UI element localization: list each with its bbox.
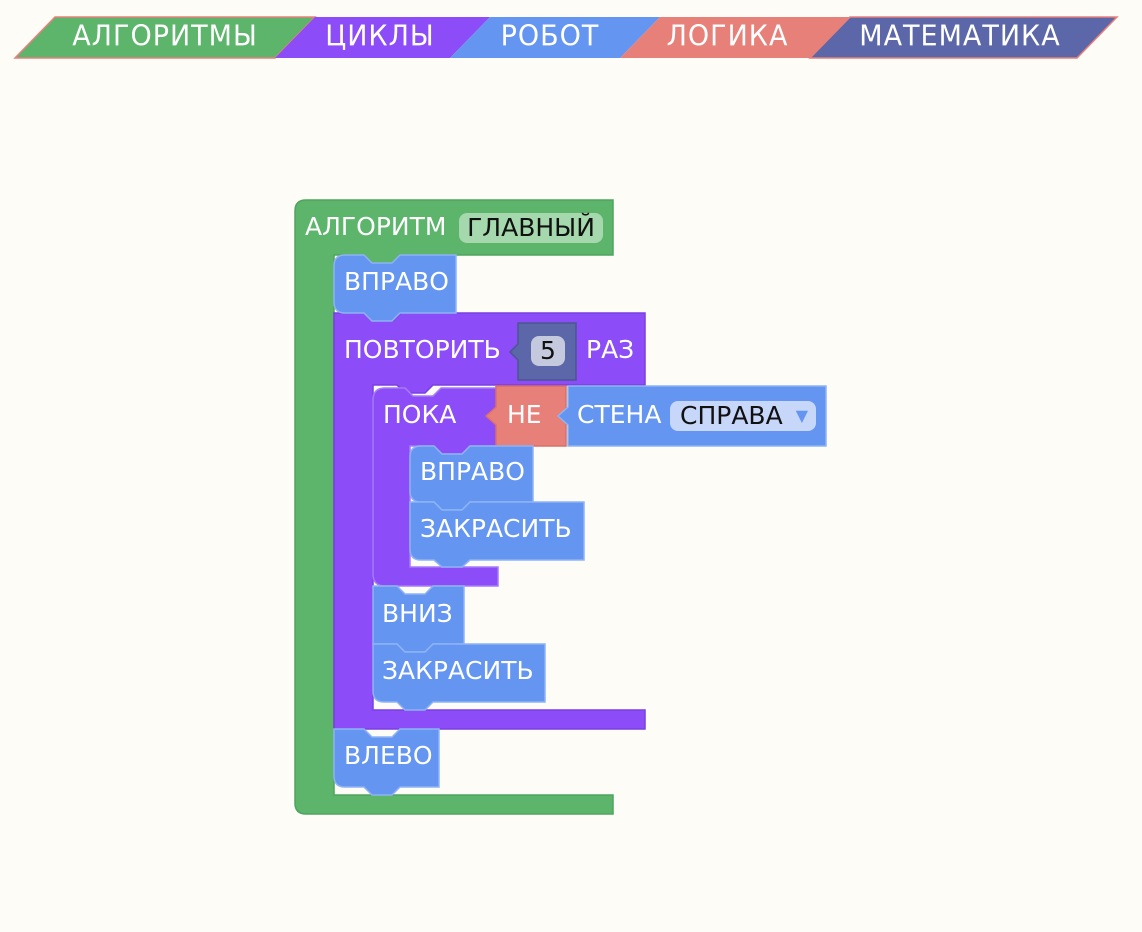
move-right-1-label[interactable]: ВПРАВО <box>344 267 449 296</box>
paint-2-shape <box>372 643 546 711</box>
algorithm-name-field[interactable]: ГЛАВНЫЙ <box>459 213 603 243</box>
chevron-down-icon: ▼ <box>795 406 808 425</box>
wall-direction-value: СПРАВА <box>680 401 783 430</box>
tab-algorithms[interactable]: АЛГОРИТМЫ <box>72 20 258 53</box>
while-label[interactable]: ПОКА <box>383 400 457 429</box>
paint-2-label[interactable]: ЗАКРАСИТЬ <box>382 656 534 685</box>
move-right-2-label[interactable]: ВПРАВО <box>420 457 525 486</box>
tab-shape-logic <box>620 17 850 58</box>
wall-direction-dropdown[interactable]: СПРАВА ▼ <box>670 401 816 431</box>
wall-label[interactable]: СТЕНА <box>577 400 662 429</box>
move-down-label[interactable]: ВНИЗ <box>382 599 453 628</box>
repeat-label[interactable]: ПОВТОРИТЬ <box>344 335 501 364</box>
not-label[interactable]: НЕ <box>507 400 542 429</box>
tab-loops[interactable]: ЦИКЛЫ <box>325 20 435 53</box>
repeat-count-field[interactable]: 5 <box>531 336 565 366</box>
tab-logic[interactable]: ЛОГИКА <box>666 20 789 53</box>
tab-shape-loops <box>275 17 490 58</box>
repeat-suffix-label: РАЗ <box>586 335 635 364</box>
algorithm-label: АЛГОРИТМ <box>305 212 447 241</box>
move-right-1-shape <box>333 254 457 322</box>
not-block-shape <box>484 385 567 447</box>
tab-robot[interactable]: РОБОТ <box>500 20 600 53</box>
paint-1-label[interactable]: ЗАКРАСИТЬ <box>420 514 572 543</box>
tab-shape-math <box>808 16 1119 59</box>
tab-shape-robot <box>450 17 660 58</box>
toolbox-tabs: АЛГОРИТМЫ ЦИКЛЫ РОБОТ ЛОГИКА МАТЕМАТИКА <box>0 0 1142 70</box>
paint-1-shape <box>409 501 585 568</box>
move-left-shape <box>333 728 440 796</box>
move-right-2-shape <box>409 445 534 511</box>
move-left-label[interactable]: ВЛЕВО <box>344 741 433 770</box>
toolbox-tab-shapes <box>13 16 1119 59</box>
tab-math[interactable]: МАТЕМАТИКА <box>859 20 1061 53</box>
